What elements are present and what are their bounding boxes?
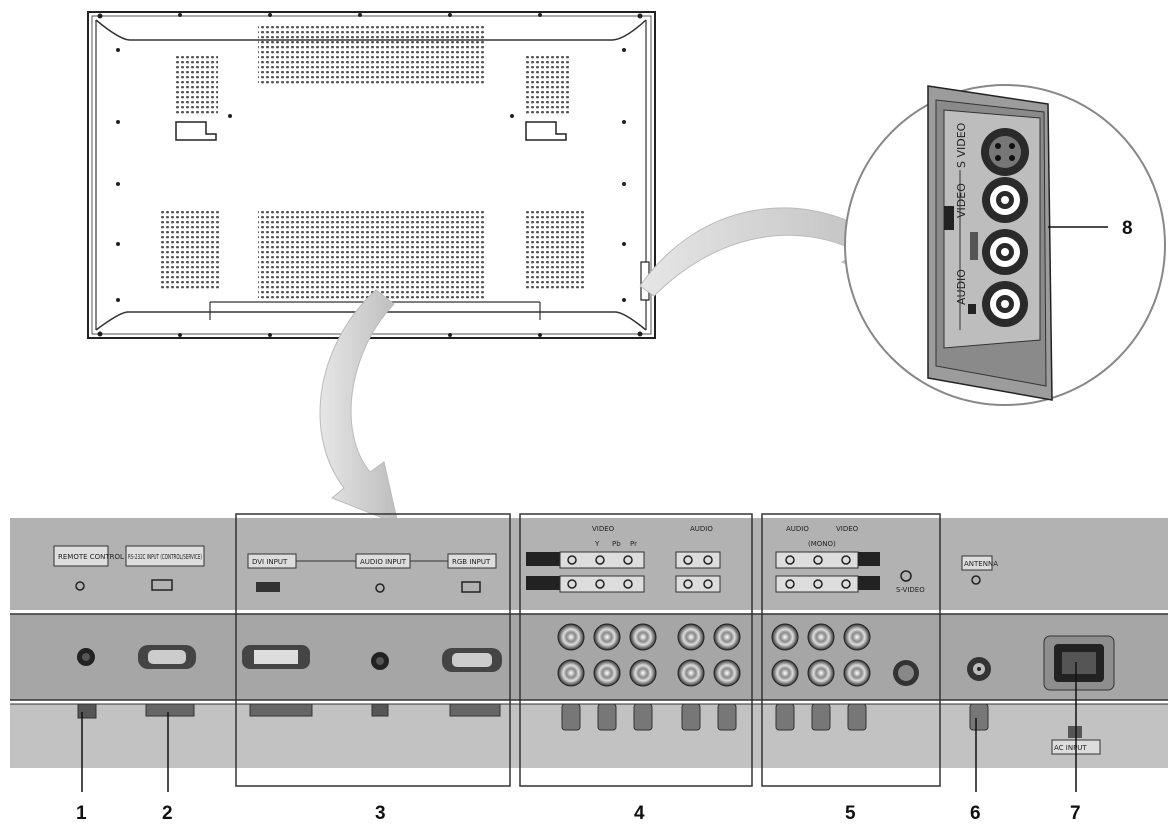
rgb-connector xyxy=(442,648,502,672)
rs232c-connector xyxy=(138,645,196,669)
rgb-input-label: RGB INPUT xyxy=(452,558,491,566)
right-vent-bottom xyxy=(526,210,586,290)
left-handle xyxy=(175,121,217,141)
audio-header-4-label: AUDIO xyxy=(690,525,713,533)
l-badge xyxy=(944,206,954,230)
callout-7: 7 xyxy=(1070,803,1081,824)
side-panel-zoom: S VIDEO VIDEO AUDIO xyxy=(844,84,1166,406)
pb-label: Pb xyxy=(612,540,621,548)
r-badge xyxy=(970,232,978,260)
dvi-connector xyxy=(242,645,310,669)
remote-control-label: REMOTE CONTROL xyxy=(58,553,124,561)
audio-header-5-label: AUDIO xyxy=(786,525,809,533)
s-video-5-label: S-VIDEO xyxy=(896,586,925,594)
dvi-input-label: DVI INPUT xyxy=(252,558,288,566)
rear-panel: REMOTE CONTROL RS-232C INPUT (CONTROL/SE… xyxy=(10,513,1168,787)
audio-right-jack xyxy=(982,281,1028,327)
video-label: VIDEO xyxy=(955,183,968,218)
callout-3: 3 xyxy=(375,803,386,824)
antenna-jack xyxy=(967,657,991,681)
remote-control-jack xyxy=(77,648,95,666)
pr-label: Pr xyxy=(630,540,637,548)
center-vent-bottom xyxy=(258,210,486,300)
audio-label: AUDIO xyxy=(955,269,968,305)
mono-label: (MONO) xyxy=(808,540,836,548)
video-header-5-label: VIDEO xyxy=(836,525,859,533)
section-5-box xyxy=(761,513,941,787)
ac-input-socket xyxy=(1043,635,1115,691)
s-video-5-jack xyxy=(893,660,919,686)
callout-5: 5 xyxy=(845,803,856,824)
callout-2: 2 xyxy=(162,803,173,824)
callout-1: 1 xyxy=(76,803,87,824)
audio-left-jack xyxy=(982,229,1028,275)
antenna-label: ANTENNA xyxy=(964,560,998,568)
video-jack xyxy=(982,177,1028,223)
component-jacks xyxy=(557,623,741,687)
callout-4: 4 xyxy=(634,803,645,824)
video-header-label: VIDEO xyxy=(592,525,615,533)
section-4-box xyxy=(519,513,753,787)
right-vent-top xyxy=(526,56,570,114)
callout-8: 8 xyxy=(1122,218,1133,239)
s-video-label: S VIDEO xyxy=(955,122,968,168)
rs232c-label: RS-232C INPUT (CONTROL/SERVICE) xyxy=(128,553,202,561)
y-label: Y xyxy=(594,540,600,548)
audio-input-label: AUDIO INPUT xyxy=(360,558,407,566)
av-jacks xyxy=(771,623,871,687)
ac-input-label: AC INPUT xyxy=(1054,744,1087,752)
right-handle xyxy=(525,121,567,141)
top-vent xyxy=(258,24,486,86)
tv-rear-view xyxy=(87,11,656,339)
audio-input-jack xyxy=(371,652,389,670)
left-vent-bottom xyxy=(160,210,220,290)
left-vent-top xyxy=(174,56,218,114)
callout-6: 6 xyxy=(970,803,981,824)
section-3-box xyxy=(235,513,511,787)
